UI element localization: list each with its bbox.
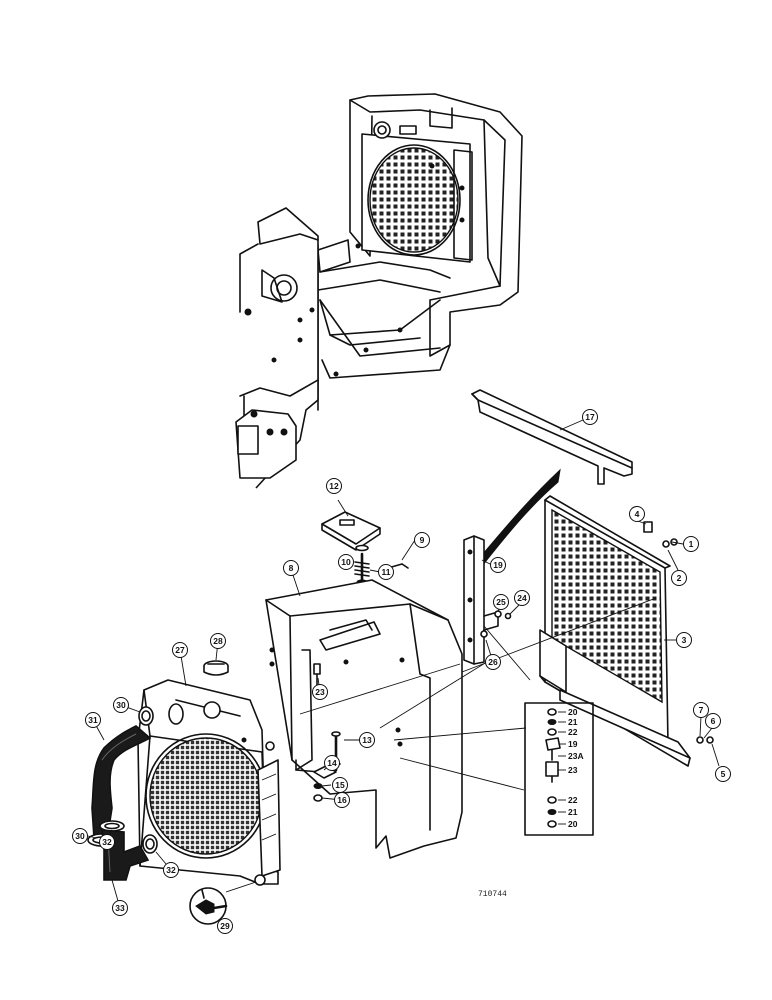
callout-5: 5 (715, 766, 731, 782)
grille-fasteners (480, 521, 714, 744)
callout-2: 2 (671, 570, 687, 586)
callout-7: 7 (693, 702, 709, 718)
svg-text:23: 23 (315, 687, 325, 697)
callout-1: 1 (683, 536, 699, 552)
svg-text:5: 5 (721, 769, 726, 779)
svg-text:9: 9 (420, 535, 425, 545)
part-12-cap-assembly (321, 511, 409, 585)
inset-detail-box: 20 21 22 19 23A 23 22 21 20 (524, 702, 594, 836)
part-27-radiator (137, 679, 281, 886)
callout-23: 23 (312, 684, 328, 700)
svg-text:32: 32 (166, 865, 176, 875)
callout-25: 25 (493, 594, 509, 610)
svg-text:12: 12 (329, 481, 339, 491)
svg-text:4: 4 (635, 509, 640, 519)
svg-text:29: 29 (220, 921, 230, 931)
svg-text:3: 3 (682, 635, 687, 645)
callout-17: 17 (582, 409, 598, 425)
inset-label-20-top: 20 (568, 707, 578, 717)
svg-text:11: 11 (382, 567, 391, 577)
svg-text:13: 13 (362, 735, 372, 745)
callout-4: 4 (629, 506, 645, 522)
inset-label-22-top: 22 (568, 727, 578, 737)
callout-15: 15 (332, 777, 348, 793)
inset-label-20-bottom: 20 (568, 819, 578, 829)
inset-label-19: 19 (568, 739, 578, 749)
svg-text:8: 8 (289, 563, 294, 573)
svg-text:10: 10 (341, 557, 351, 567)
svg-text:28: 28 (213, 636, 223, 646)
svg-text:17: 17 (585, 412, 595, 422)
svg-text:32: 32 (102, 837, 112, 847)
callout-12: 12 (326, 478, 342, 494)
inset-label-23a: 23A (568, 751, 584, 761)
svg-text:2: 2 (677, 573, 682, 583)
callout-6: 6 (705, 713, 721, 729)
inset-hardware-stack (545, 708, 561, 828)
part-28-radiator-cap (203, 660, 229, 676)
callout-30-upper: 30 (113, 697, 129, 713)
inset-label-21-bottom: 21 (568, 807, 578, 817)
svg-text:30: 30 (75, 831, 85, 841)
part-19-post (463, 535, 499, 665)
callout-33: 33 (112, 900, 128, 916)
callout-14: 14 (324, 755, 340, 771)
callout-16: 16 (334, 792, 350, 808)
svg-text:16: 16 (337, 795, 347, 805)
part-29-drain-cock (189, 881, 257, 925)
part-6-hood (265, 579, 463, 859)
callout-3: 3 (676, 632, 692, 648)
callout-10: 10 (338, 554, 354, 570)
callout-9: 9 (414, 532, 430, 548)
svg-text:30: 30 (116, 700, 126, 710)
inset-label-22-bottom: 22 (568, 795, 578, 805)
svg-text:31: 31 (88, 715, 98, 725)
callout-19: 19 (490, 557, 506, 573)
assembly-leader-wedge (475, 468, 561, 567)
svg-text:15: 15 (335, 780, 345, 790)
part-3-front-grille (539, 495, 691, 767)
inset-label-23: 23 (568, 765, 578, 775)
svg-text:14: 14 (327, 758, 337, 768)
callout-13: 13 (359, 732, 375, 748)
callout-8: 8 (283, 560, 299, 576)
installed-assembly-view (235, 93, 523, 489)
svg-text:19: 19 (493, 560, 503, 570)
svg-text:33: 33 (115, 903, 125, 913)
callout-24: 24 (514, 590, 530, 606)
part-17-top-bar (471, 389, 633, 485)
callout-28: 28 (210, 633, 226, 649)
svg-text:6: 6 (711, 716, 716, 726)
inset-label-21-top: 21 (568, 717, 578, 727)
callout-31: 31 (85, 712, 101, 728)
callout-30-lower: 30 (72, 828, 88, 844)
callout-29: 29 (217, 918, 233, 934)
inset-leaders (558, 711, 566, 825)
svg-text:27: 27 (175, 645, 185, 655)
svg-text:1: 1 (689, 539, 694, 549)
svg-text:25: 25 (496, 597, 506, 607)
callout-32-right: 32 (163, 862, 179, 878)
svg-text:26: 26 (488, 657, 498, 667)
callout-32-left: 32 (99, 834, 115, 850)
callout-11: 11 (378, 564, 394, 580)
callout-26: 26 (485, 654, 501, 670)
svg-text:24: 24 (517, 593, 527, 603)
callout-27: 27 (172, 642, 188, 658)
svg-text:7: 7 (699, 705, 704, 715)
figure-number: 710744 (478, 890, 507, 899)
